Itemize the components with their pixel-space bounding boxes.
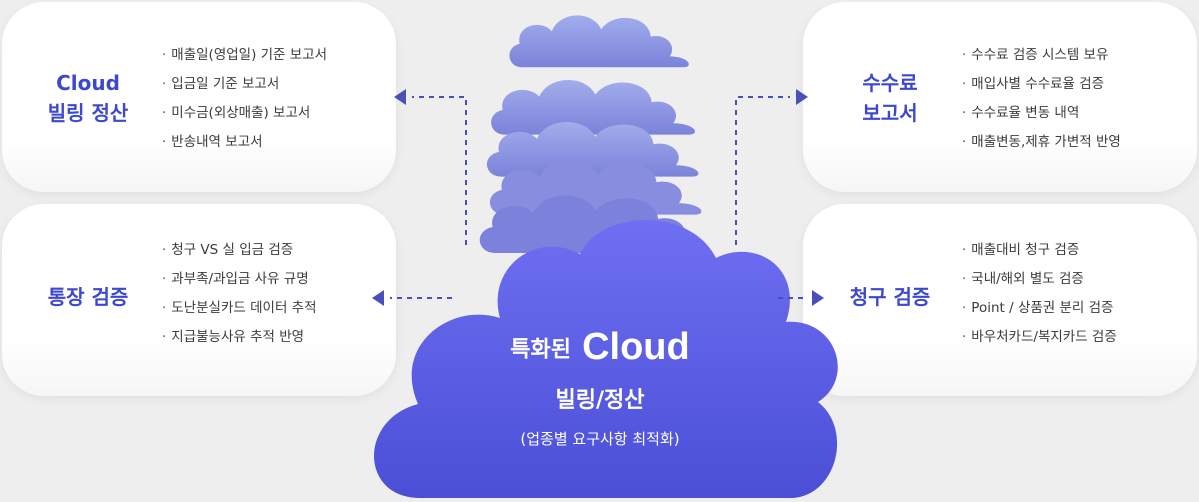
arrow-left-top-icon <box>394 89 406 105</box>
list-cloud-billing: 매출일(영업일) 기준 보고서 입금일 기준 보고서 미수금(외상매출) 보고서… <box>162 41 327 157</box>
list-item: 바우처카드/복지카드 검증 <box>962 323 1116 352</box>
cloud-layer-back <box>479 15 707 253</box>
title-fee-report: 수수료 보고서 <box>822 68 958 128</box>
list-billing-verification: 매출대비 청구 검증 국내/해외 별도 검증 Point / 상품권 분리 검증… <box>962 236 1117 352</box>
list-item: 과부족/과입금 사유 규명 <box>162 265 317 294</box>
list-fee-report: 수수료 검증 시스템 보유 매입사별 수수료율 검증 수수료율 변동 내역 매출… <box>962 41 1121 157</box>
center-title-prefix: 특화된 <box>510 337 571 363</box>
list-item: 매출일(영업일) 기준 보고서 <box>162 41 327 70</box>
cloud-main <box>373 220 838 498</box>
arrow-left-bottom-icon <box>372 290 384 306</box>
title-line: 수수료 <box>862 71 918 95</box>
title-line: 통장 검증 <box>47 285 129 309</box>
connector-top-right <box>735 96 790 245</box>
center-title: 특화된 Cloud <box>440 326 760 369</box>
center-subtitle: 빌링/정산 <box>555 388 645 413</box>
arrow-right-bottom-icon <box>812 290 824 306</box>
list-item: 수수료율 변동 내역 <box>962 99 1121 128</box>
list-item: 매입사별 수수료율 검증 <box>962 70 1121 99</box>
list-item: 국내/해외 별도 검증 <box>962 265 1117 294</box>
title-line: 청구 검증 <box>849 285 931 309</box>
center-note: (업종별 요구사항 최적화) <box>520 430 680 448</box>
title-cloud-billing: Cloud 빌링 정산 <box>20 68 156 128</box>
title-line: 보고서 <box>862 101 918 125</box>
connector-top-left <box>412 96 467 245</box>
list-item: 매출대비 청구 검증 <box>962 236 1117 265</box>
list-item: 지급불능사유 추적 반영 <box>162 323 317 352</box>
center-title-brand: Cloud <box>582 326 690 368</box>
list-item: 반송내역 보고서 <box>162 128 327 157</box>
list-item: 도난분실카드 데이터 추적 <box>162 294 316 323</box>
list-item: 매출변동,제휴 가변적 반영 <box>962 128 1121 157</box>
title-bank-verification: 통장 검증 <box>20 282 156 312</box>
list-item: Point / 상품권 분리 검증 <box>962 294 1117 323</box>
list-item: 청구 VS 실 입금 검증 <box>162 236 317 265</box>
title-line: Cloud <box>56 71 120 95</box>
list-item: 입금일 기준 보고서 <box>162 70 327 99</box>
title-line: 빌링 정산 <box>47 101 129 125</box>
list-bank-verification: 청구 VS 실 입금 검증 과부족/과입금 사유 규명 도난분실카드 데이터 추… <box>162 236 317 352</box>
arrow-right-top-icon <box>796 89 808 105</box>
list-item: 미수금(외상매출) 보고서 <box>162 99 327 128</box>
title-billing-verification: 청구 검증 <box>822 282 958 312</box>
list-item: 수수료 검증 시스템 보유 <box>962 41 1121 70</box>
